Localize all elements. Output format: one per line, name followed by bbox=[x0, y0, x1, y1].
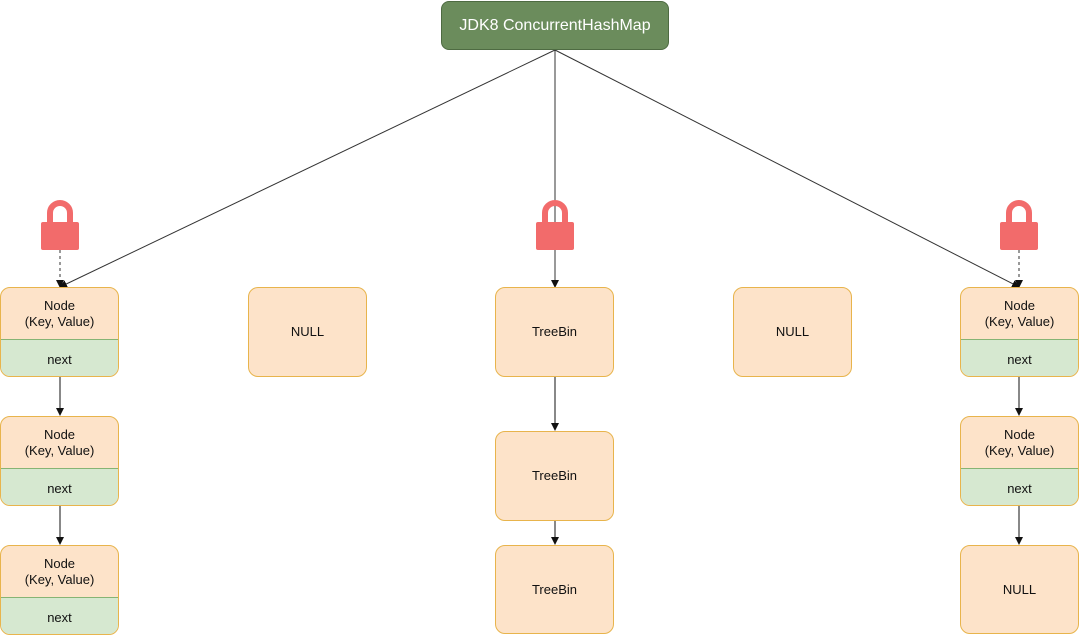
node-title: Node bbox=[1003, 297, 1036, 313]
lock-icon bbox=[41, 200, 79, 250]
node-next: next bbox=[961, 339, 1078, 376]
list-node: Node(Key, Value) next bbox=[960, 287, 1079, 377]
node-next: next bbox=[1, 597, 118, 634]
treebin-node: TreeBin bbox=[495, 545, 614, 634]
node-next: next bbox=[961, 468, 1078, 505]
node-title: Node bbox=[43, 426, 76, 442]
list-node: Node(Key, Value) next bbox=[0, 545, 119, 635]
edge-root-left bbox=[59, 49, 556, 288]
node-kv: (Key, Value) bbox=[24, 442, 95, 458]
null-bucket: NULL bbox=[733, 287, 852, 377]
list-node: Node(Key, Value) next bbox=[0, 416, 119, 506]
null-bucket: NULL bbox=[960, 545, 1079, 634]
list-node: Node(Key, Value) next bbox=[0, 287, 119, 377]
edge-root-right bbox=[554, 49, 1020, 288]
root-node: JDK8 ConcurrentHashMap bbox=[441, 1, 669, 50]
node-title: Node bbox=[43, 555, 76, 571]
node-kv: (Key, Value) bbox=[984, 313, 1055, 329]
lock-icon bbox=[536, 200, 574, 250]
null-bucket: NULL bbox=[248, 287, 367, 377]
node-next: next bbox=[1, 339, 118, 376]
node-next: next bbox=[1, 468, 118, 505]
node-kv: (Key, Value) bbox=[984, 442, 1055, 458]
treebin-node: TreeBin bbox=[495, 287, 614, 377]
node-kv: (Key, Value) bbox=[24, 313, 95, 329]
lock-icon bbox=[1000, 200, 1038, 250]
node-kv: (Key, Value) bbox=[24, 571, 95, 587]
node-title: Node bbox=[1003, 426, 1036, 442]
treebin-node: TreeBin bbox=[495, 431, 614, 521]
list-node: Node(Key, Value) next bbox=[960, 416, 1079, 506]
node-title: Node bbox=[43, 297, 76, 313]
